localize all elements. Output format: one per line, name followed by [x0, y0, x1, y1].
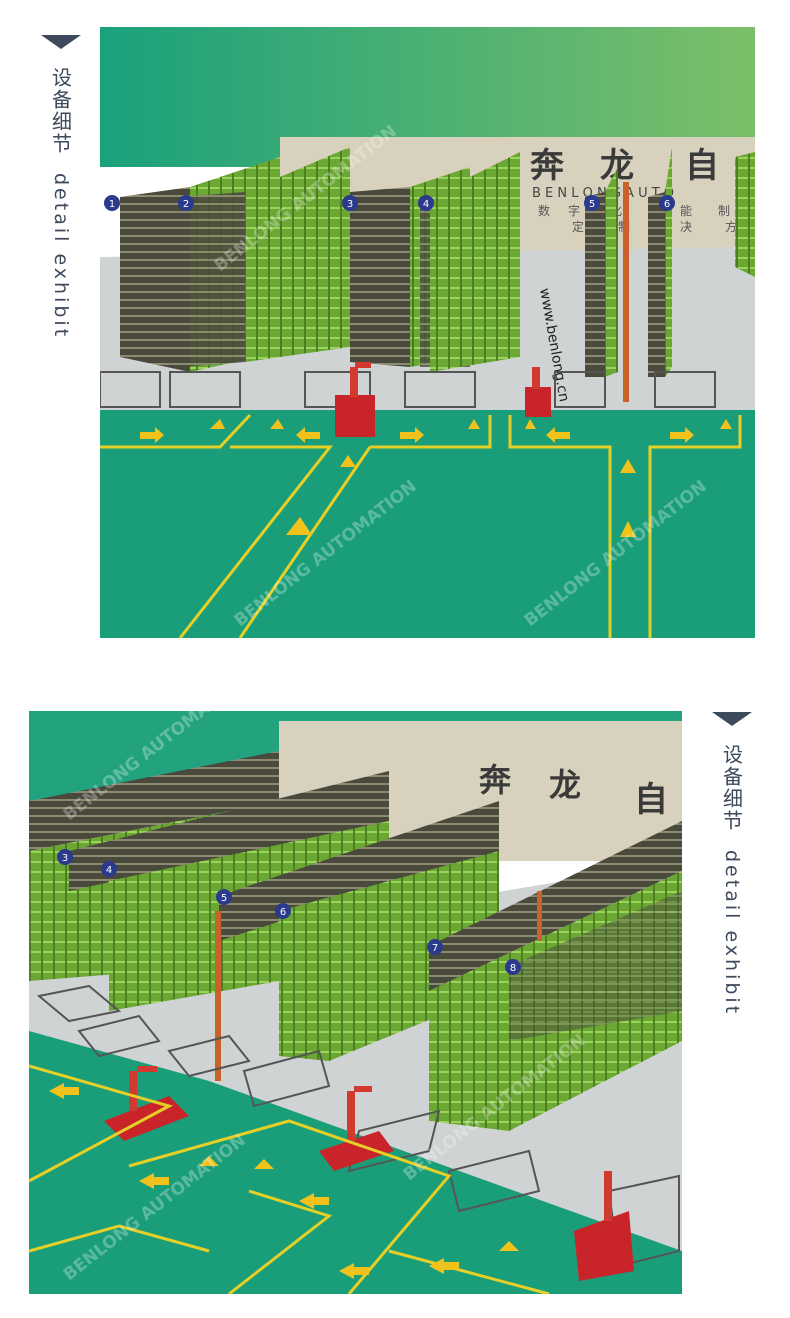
agv-robot — [335, 362, 375, 437]
floor-arrows — [140, 419, 732, 537]
rack-number-badge: 4 — [418, 195, 434, 211]
wall-brand-char: 龙 — [549, 766, 581, 804]
conveyor — [169, 371, 241, 408]
floor-lane-lines — [29, 1064, 550, 1294]
rack-number-badge: 1 — [104, 195, 120, 211]
storage-rack — [29, 751, 279, 851]
storage-rack — [180, 192, 245, 367]
section-label-chinese: 设备细节 — [48, 67, 73, 155]
chevron-down-icon — [41, 35, 81, 49]
storage-rack — [585, 192, 605, 377]
wall-brand-char: 奔 — [479, 761, 512, 799]
conveyor — [100, 371, 161, 408]
wall-slogan: 字 — [568, 203, 580, 218]
svg-text:1: 1 — [109, 199, 115, 210]
rack-number-badge: 7 — [427, 939, 443, 955]
svg-text:2: 2 — [183, 199, 189, 210]
storage-rack — [430, 152, 520, 372]
svg-text:4: 4 — [423, 199, 429, 210]
storage-rack — [350, 187, 410, 367]
wall-slogan: 数 — [538, 203, 550, 218]
lift-column — [215, 911, 221, 1081]
conveyor — [36, 984, 680, 1268]
storage-rack — [735, 152, 755, 277]
svg-text:7: 7 — [432, 943, 438, 954]
wall-slogan: 方 — [725, 219, 737, 234]
floor-lane-lines — [100, 413, 742, 638]
storage-rack — [69, 771, 389, 891]
wall-slogan: 制 — [718, 204, 730, 218]
rack-number-badge: 4 — [101, 861, 117, 877]
svg-text:6: 6 — [280, 907, 286, 918]
rack-number-badge: 3 — [342, 195, 358, 211]
lift-column — [537, 891, 542, 941]
agv-robot — [525, 367, 551, 417]
conveyor — [404, 371, 476, 408]
svg-text:8: 8 — [510, 963, 516, 974]
rack-number-badge: 6 — [659, 195, 675, 211]
warehouse-render-bottom: 奔 龙 自 3 4 5 6 7 8 — [29, 711, 682, 1294]
warehouse-render-top: 奔 龙 自 B E N L O N G A U T O 数 字 化 能 制 方 … — [100, 27, 755, 638]
wall-slogan: 决 — [680, 220, 692, 234]
svg-text:4: 4 — [106, 865, 112, 876]
rack-number-badge: 3 — [57, 849, 73, 865]
conveyor — [654, 371, 716, 408]
wall-brand-char: 奔 — [530, 146, 565, 186]
floor-arrows — [49, 1083, 519, 1279]
rack-number-badge: 6 — [275, 903, 291, 919]
section-label: 设备细节 detail exhibit — [38, 35, 84, 339]
storage-rack — [245, 147, 350, 362]
section-label-english: detail exhibit — [721, 850, 743, 1017]
conveyor — [554, 371, 606, 408]
svg-text:3: 3 — [62, 853, 68, 864]
svg-text:3: 3 — [347, 199, 353, 210]
svg-text:5: 5 — [589, 199, 595, 210]
storage-rack — [509, 891, 682, 1041]
section-label-chinese: 设备细节 — [719, 744, 744, 832]
agv-robot — [574, 1171, 634, 1281]
svg-text:5: 5 — [221, 893, 227, 904]
chevron-down-icon — [712, 712, 752, 726]
rack-number-badge: 8 — [505, 959, 521, 975]
storage-rack — [648, 192, 665, 377]
rack-number-badge: 5 — [584, 195, 600, 211]
rack-number-badge: 5 — [216, 889, 232, 905]
wall-brand-char: 自 — [685, 146, 719, 186]
storage-rack — [429, 821, 682, 991]
section-label-english: detail exhibit — [50, 173, 72, 340]
section-label: 设备细节 detail exhibit — [709, 712, 755, 1016]
lift-column — [623, 182, 629, 402]
wall-slogan: 定 — [572, 219, 584, 234]
rack-number-badge: 2 — [178, 195, 194, 211]
wall-slogan: 能 — [680, 204, 692, 218]
agv-robot — [319, 1086, 394, 1171]
storage-rack — [605, 167, 618, 377]
wall-brand-char: 自 — [634, 780, 668, 820]
storage-rack — [120, 187, 190, 372]
svg-text:6: 6 — [664, 199, 670, 210]
